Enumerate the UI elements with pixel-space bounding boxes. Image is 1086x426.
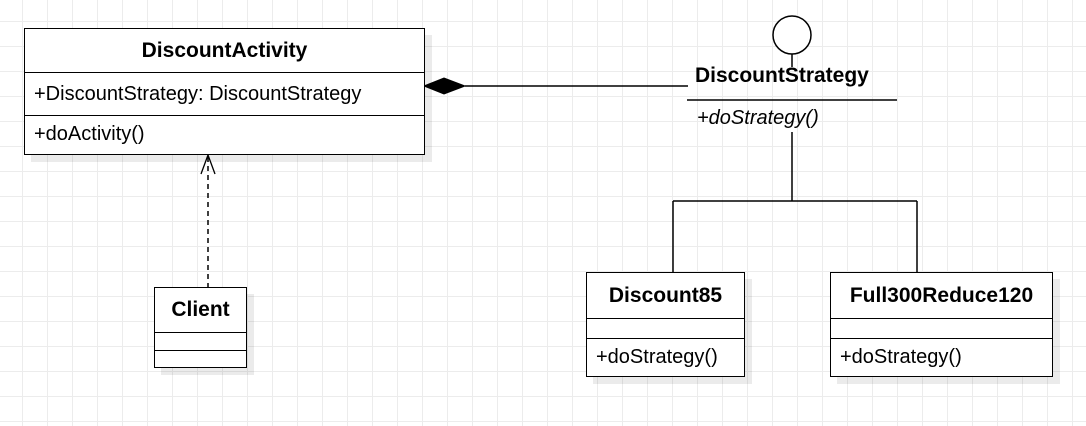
class-discount85[interactable]: Discount85 +doStrategy() [586, 272, 745, 377]
class-operation [155, 351, 246, 367]
class-attribute: +DiscountStrategy: DiscountStrategy [25, 73, 424, 116]
interface-name: DiscountStrategy [695, 64, 869, 87]
interface-circle [772, 15, 812, 55]
class-name: Discount85 [587, 273, 744, 319]
interface-operation: +doStrategy() [697, 107, 819, 129]
class-full300reduce120[interactable]: Full300Reduce120 +doStrategy() [830, 272, 1053, 377]
dependency-open-arrowhead [200, 153, 216, 175]
realization-connector-tree [672, 200, 918, 273]
class-operation: +doStrategy() [840, 346, 962, 368]
class-client[interactable]: Client [154, 287, 247, 368]
composition-connector [422, 77, 688, 95]
class-attribute [587, 319, 744, 339]
class-name: Full300Reduce120 [831, 273, 1052, 319]
composition-diamond [422, 77, 467, 95]
class-attribute [155, 333, 246, 351]
class-operation: +doStrategy() [596, 346, 718, 368]
interface-lollipop [687, 15, 897, 201]
class-name: DiscountActivity [25, 29, 424, 73]
class-operation: +doActivity() [34, 123, 145, 145]
class-name: Client [155, 288, 246, 333]
class-discount-activity[interactable]: DiscountActivity +DiscountStrategy: Disc… [24, 28, 425, 155]
dependency-connector [200, 153, 216, 288]
class-attribute [831, 319, 1052, 339]
